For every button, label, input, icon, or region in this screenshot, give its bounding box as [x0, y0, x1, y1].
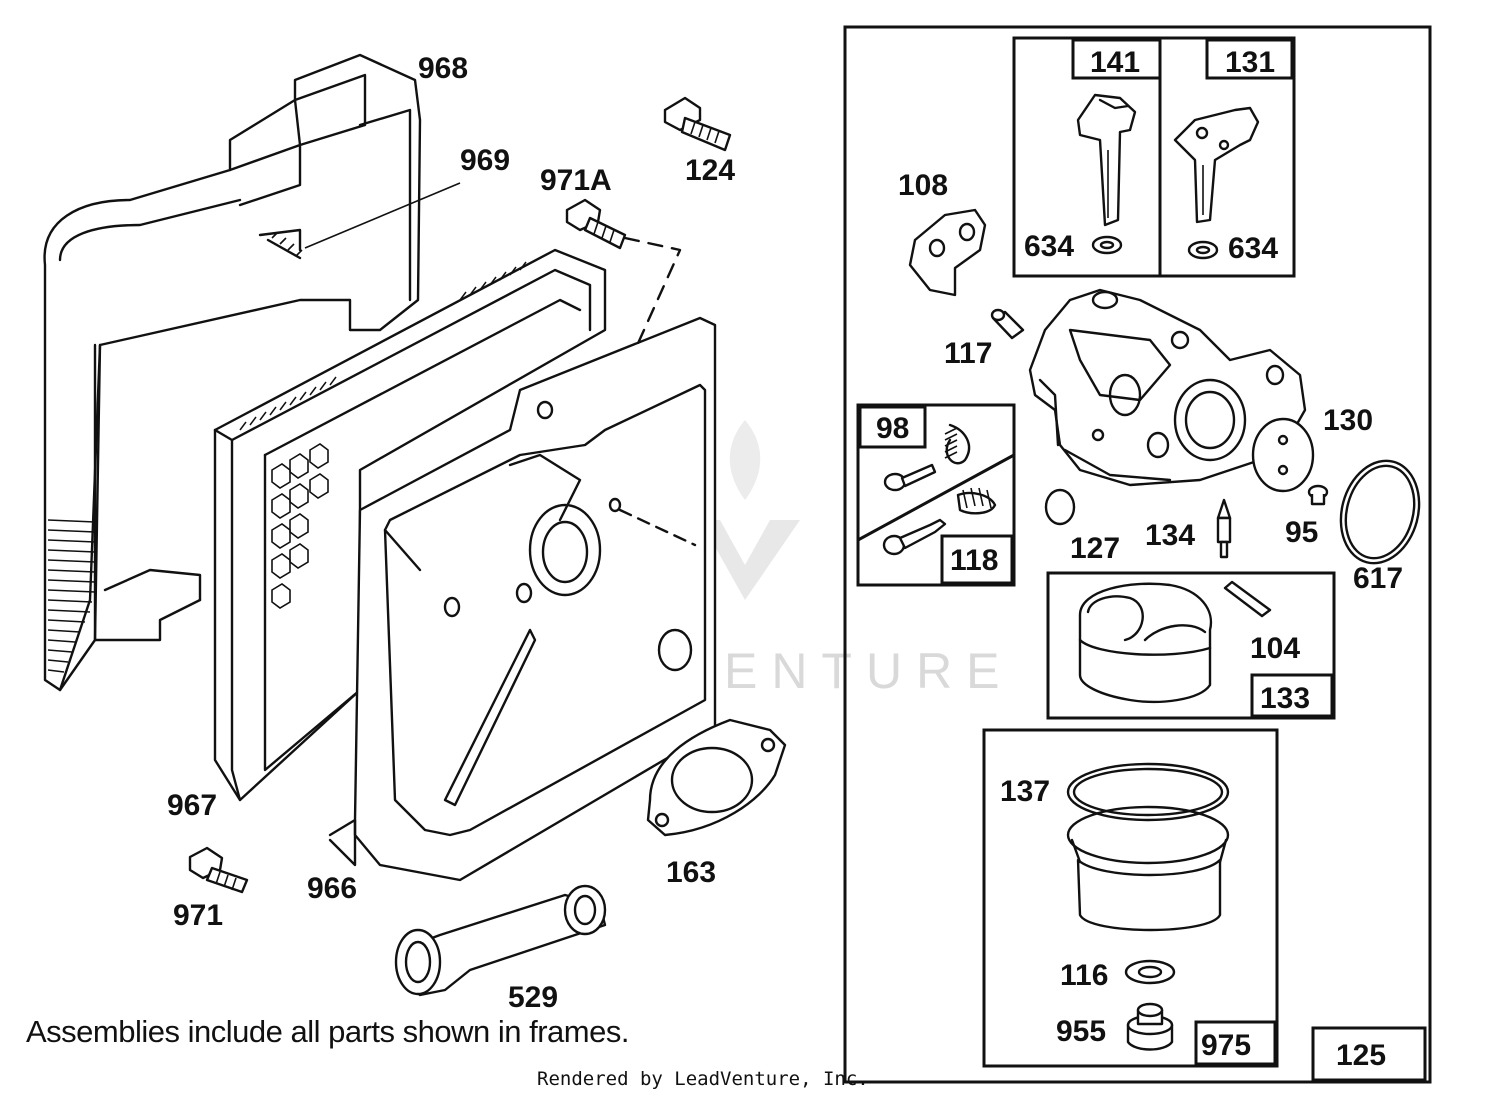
plate-108 [908, 208, 987, 297]
tag-box-133 [1250, 673, 1334, 718]
screw-124 [663, 96, 732, 152]
frame-141-131 [1012, 36, 1296, 278]
label-966: 966 [307, 872, 357, 905]
credit-line: Rendered by LeadVenture, Inc. [537, 1068, 869, 1090]
pin-117 [990, 308, 1025, 340]
mixture-screw-118 [882, 487, 997, 556]
label-971: 971 [173, 899, 223, 932]
tag-125: 125 [1336, 1039, 1386, 1072]
label-116: 116 [1060, 959, 1108, 992]
tag-133: 133 [1260, 682, 1310, 715]
tag-box-98 [858, 405, 927, 449]
choke-shaft-131 [1173, 106, 1260, 260]
plug-127 [1044, 488, 1076, 526]
frame-98-118 [856, 403, 1016, 587]
washer-116 [1124, 959, 1176, 985]
label-108: 108 [898, 169, 948, 202]
tag-box-131 [1205, 38, 1294, 80]
frame-133 [1046, 571, 1336, 720]
screw-971 [188, 846, 249, 894]
label-137: 137 [1000, 775, 1050, 808]
gasket-130 [1251, 417, 1315, 493]
label-967: 967 [167, 789, 217, 822]
label-127: 127 [1070, 532, 1120, 565]
tag-box-118 [940, 534, 1014, 585]
tag-box-125 [1311, 1026, 1427, 1082]
label-971A: 971A [540, 164, 612, 197]
breather-tube-529 [394, 884, 607, 997]
idle-screw-98 [883, 423, 971, 492]
tag-box-975 [1194, 1020, 1277, 1066]
throttle-shaft-141 [1076, 93, 1137, 255]
label-617: 617 [1353, 562, 1403, 595]
screw-971A [565, 198, 627, 250]
tag-98: 98 [876, 412, 909, 445]
float-bowl-137 [1066, 762, 1230, 932]
tag-141: 141 [1090, 46, 1140, 79]
tag-118: 118 [950, 544, 998, 577]
tag-975: 975 [1201, 1029, 1251, 1062]
label-634-a: 634 [1024, 230, 1074, 263]
label-104: 104 [1250, 632, 1300, 665]
filter-element-967 [213, 248, 607, 802]
tag-131: 131 [1225, 46, 1275, 79]
label-163: 163 [666, 856, 716, 889]
label-968: 968 [418, 52, 468, 85]
label-969: 969 [460, 144, 510, 177]
needle-134 [1216, 498, 1232, 559]
frame-125 [843, 25, 1432, 1084]
label-529: 529 [508, 981, 558, 1014]
frame-975 [982, 728, 1279, 1068]
assembly-footnote: Assemblies include all parts shown in fr… [26, 1014, 629, 1049]
label-634-b: 634 [1228, 232, 1278, 265]
label-134: 134 [1145, 519, 1195, 552]
screw-95 [1307, 484, 1329, 506]
label-95: 95 [1285, 516, 1318, 549]
gasket-163 [646, 718, 787, 837]
label-955: 955 [1056, 1015, 1106, 1048]
label-124: 124 [685, 154, 735, 187]
bowl-nut-955 [1126, 1002, 1174, 1051]
carburetor-body [1028, 288, 1307, 487]
o-ring-617 [1339, 459, 1421, 565]
float-133 [1078, 580, 1272, 704]
base-bracket-968 [43, 53, 422, 692]
label-130: 130 [1323, 404, 1373, 437]
label-117: 117 [944, 337, 992, 370]
tag-box-141 [1071, 38, 1162, 80]
